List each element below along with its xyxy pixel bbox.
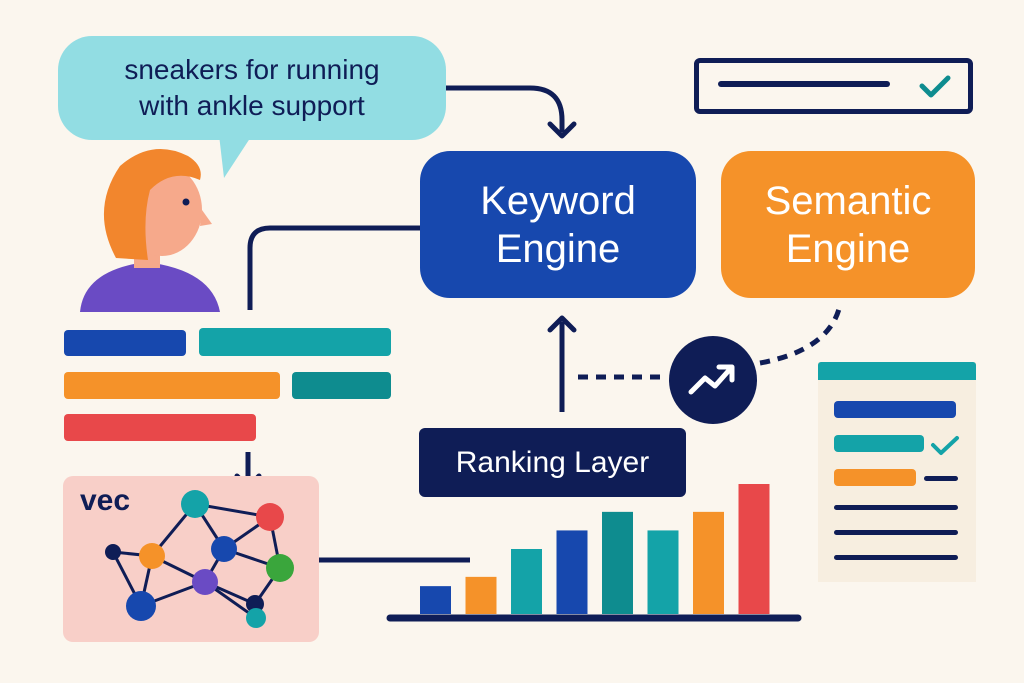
chart-bar — [647, 530, 679, 614]
result-line — [834, 505, 958, 510]
result-bar — [834, 435, 924, 452]
query-token-bar — [64, 414, 256, 441]
ranking-layer-label: Ranking Layer — [455, 445, 650, 479]
semantic-engine-line-1: Semantic — [764, 178, 932, 223]
chart-bar — [738, 484, 770, 614]
chart-bar — [556, 530, 588, 614]
person-avatar-icon — [80, 148, 220, 312]
chart-bar — [693, 511, 724, 614]
keyword-engine-line-2: Engine — [495, 226, 621, 271]
search-query-bubble: sneakers for running with ankle support — [58, 36, 446, 140]
score-bar-chart — [386, 484, 802, 622]
semantic-engine-line-2: Engine — [785, 226, 911, 271]
query-token-bar — [292, 372, 391, 399]
query-token-bar — [199, 328, 391, 356]
vector-label: vec — [80, 484, 131, 517]
result-line — [834, 555, 958, 560]
chart-bar — [465, 576, 497, 614]
vector-graph-icon — [105, 490, 294, 628]
query-line-2: with ankle support — [139, 90, 365, 121]
result-bar — [834, 469, 916, 486]
result-line — [834, 530, 958, 535]
query-token-bar — [64, 372, 280, 399]
result-bar — [834, 401, 956, 418]
semantic-engine: Semantic Engine — [721, 151, 975, 298]
keyword-engine-line-1: Keyword — [480, 178, 636, 223]
chart-bar — [602, 511, 633, 614]
trend-up-badge — [669, 336, 757, 424]
result-line — [924, 476, 958, 481]
chart-bar — [420, 586, 451, 614]
keyword-engine: Keyword Engine — [420, 151, 696, 298]
results-card-header — [818, 362, 976, 380]
query-line-1: sneakers for running — [124, 54, 380, 85]
search-field-line — [718, 81, 890, 87]
query-token-bar — [64, 330, 186, 356]
trend-up-icon — [688, 364, 735, 395]
checkmark-icon — [931, 436, 959, 455]
checkmark-icon — [919, 75, 951, 98]
chart-bar — [511, 549, 542, 614]
ranking-layer: Ranking Layer — [419, 428, 686, 497]
